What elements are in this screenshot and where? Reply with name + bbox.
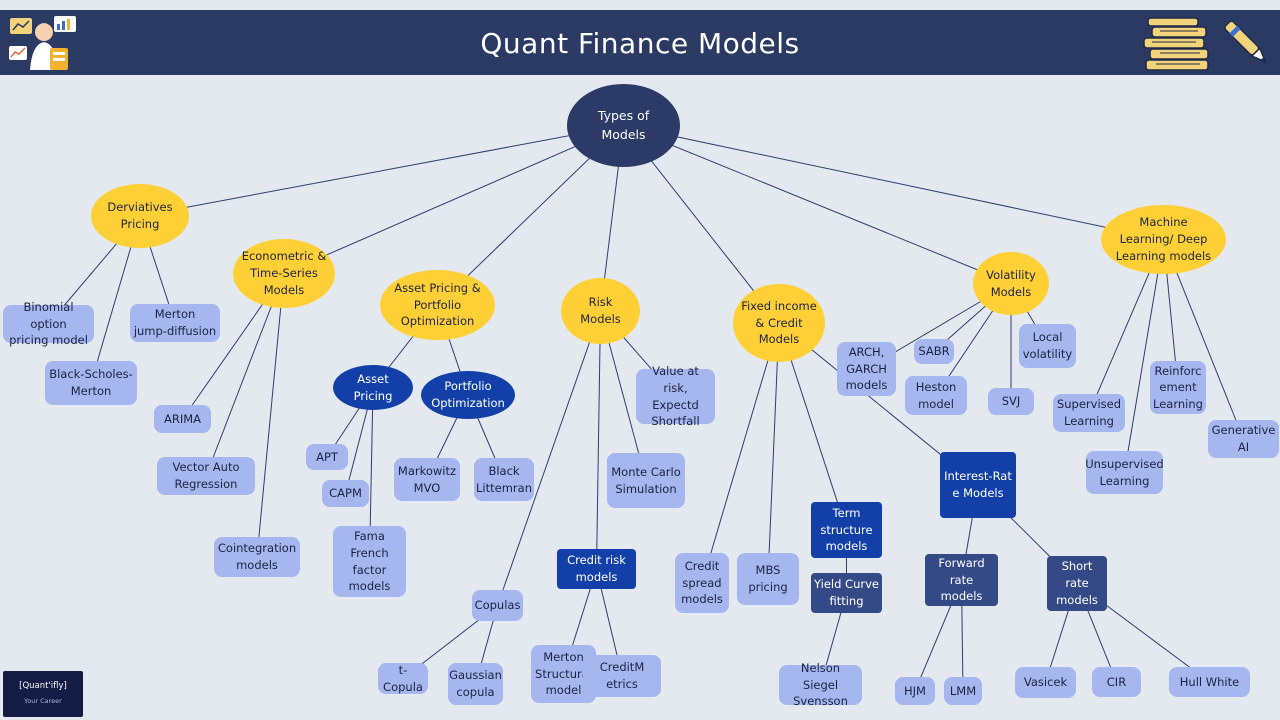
analyst-illustration-icon: [6, 12, 82, 78]
brand-tagline: Your Career: [24, 697, 62, 705]
node-apt: APT: [306, 444, 348, 470]
node-termstruct: Term structure models: [811, 502, 882, 558]
page-title: Quant Finance Models: [480, 27, 800, 60]
node-cir: CIR: [1092, 667, 1141, 697]
node-fama: Fama French factor models: [333, 526, 406, 597]
node-vasicek: Vasicek: [1015, 667, 1076, 698]
connector-ml-unsup: [1124, 239, 1164, 473]
node-asset: Asset Pricing & Portfolio Optimization: [380, 270, 495, 340]
node-heston: Heston model: [905, 376, 967, 415]
node-arima: ARIMA: [154, 405, 211, 433]
connector-risk-creditrisk: [596, 310, 601, 570]
node-ycf: Yield Curve fitting: [811, 573, 882, 613]
connector-risk-copulas: [497, 310, 601, 606]
brand-name: [Quant'ifly]: [19, 681, 67, 691]
books-stack-icon: [1140, 16, 1214, 76]
node-mc: Monte Carlo Simulation: [607, 453, 685, 508]
node-cspread: Credit spread models: [675, 553, 729, 613]
node-localvol: Local volatility: [1019, 324, 1076, 368]
connector-econ-var: [205, 273, 285, 477]
node-garch: ARCH, GARCH models: [837, 342, 896, 396]
connector-fixed-mbs: [767, 322, 780, 580]
brand-logo: [Quant'ifly] Your Career: [3, 671, 83, 717]
node-capm: CAPM: [322, 480, 369, 507]
node-bl: Black Littemran: [474, 458, 534, 501]
node-econ: Econometric & Time-Series Models: [233, 239, 335, 308]
node-genai: Generative AI: [1208, 420, 1279, 458]
node-ml: Machine Learning/ Deep Learning models: [1101, 205, 1226, 274]
node-shortrate: Short rate models: [1047, 556, 1107, 611]
node-irmodels: Interest-Rat e Models: [940, 452, 1016, 518]
node-mbs: MBS pricing: [737, 553, 799, 605]
node-mvo: Markowitz MVO: [394, 458, 460, 501]
node-creditrisk: Credit risk models: [557, 549, 636, 589]
header-bar: Quant Finance Models: [0, 10, 1280, 75]
node-portopt: Portfolio Optimization: [421, 371, 515, 419]
connector-root-deriv: [139, 125, 624, 217]
node-copulas: Copulas: [472, 590, 523, 621]
node-sabr: SABR: [914, 339, 954, 364]
node-sup: Supervised Learning: [1053, 394, 1125, 432]
node-lmm: LMM: [944, 677, 982, 705]
node-varisk: Value at risk, Expectd Shortfall: [636, 364, 715, 428]
node-merton_jd: Merton jump-diffusion: [130, 304, 220, 342]
node-vol: Volatility Models: [973, 252, 1049, 315]
node-tcop: t-Copula: [378, 663, 428, 694]
node-svj: SVJ: [988, 388, 1034, 415]
node-deriv: Derviatives Pricing: [91, 184, 189, 248]
node-coint: Cointegration models: [214, 537, 300, 577]
node-fixed: Fixed income & Credit Models: [733, 284, 825, 362]
node-var: Vector Auto Regression: [157, 457, 255, 495]
node-creditmetrics: CreditM etrics: [583, 655, 661, 697]
node-binom: Binomial option pricing model: [3, 300, 94, 347]
node-fwd: Forward rate models: [925, 554, 998, 606]
node-unsup: Unsupervised Learning: [1085, 451, 1164, 494]
connector-fixed-cspread: [701, 322, 780, 584]
node-root: Types of Models: [567, 84, 680, 167]
node-nss: Nelson Siegel Svensson: [779, 661, 862, 708]
node-gcop: Gaussian copula: [448, 663, 503, 705]
node-hullwhite: Hull White: [1169, 667, 1250, 697]
connector-root-econ: [283, 125, 624, 274]
connector-econ-coint: [256, 273, 285, 558]
node-bsm: Black-Scholes- Merton: [45, 361, 137, 405]
node-assetp: Asset Pricing: [333, 365, 413, 410]
connector-root-vol: [623, 125, 1012, 284]
node-rl: Reinforc ement Learning: [1150, 361, 1206, 414]
node-hjm: HJM: [895, 677, 935, 705]
pen-icon: [1220, 16, 1274, 76]
node-risk: Risk Models: [561, 278, 640, 344]
connector-root-ml: [623, 125, 1164, 240]
